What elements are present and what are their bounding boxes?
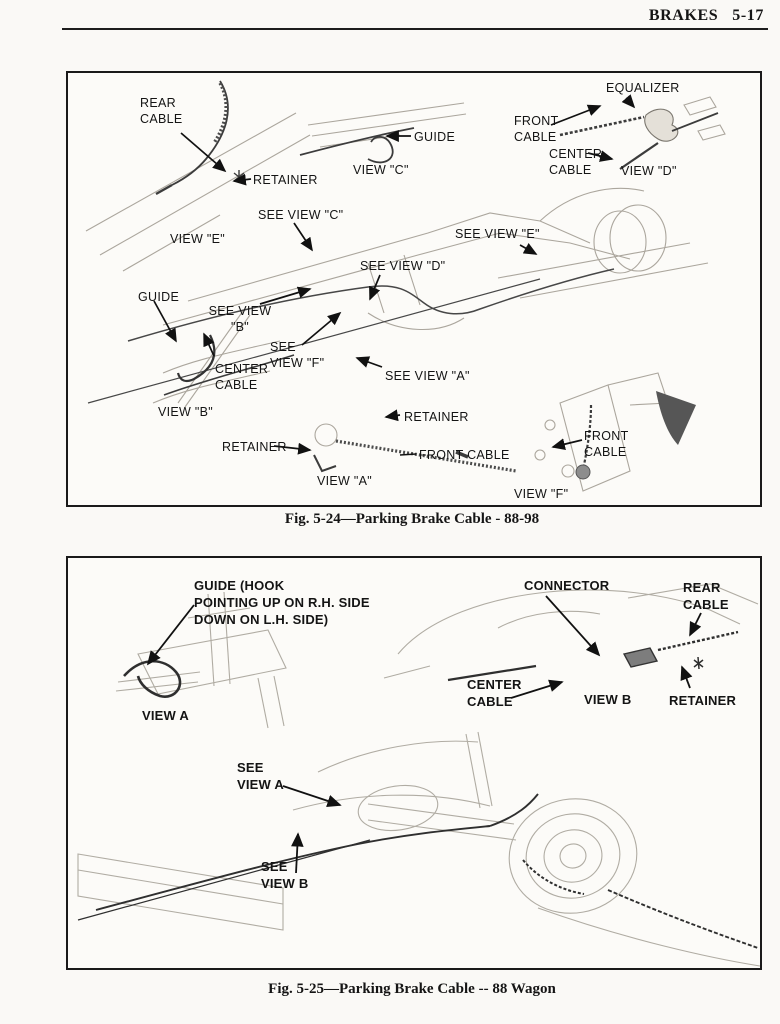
- fig1-label-view-a: VIEW "A": [317, 474, 373, 488]
- fig1-label-equalizer: EQUALIZER: [606, 81, 680, 95]
- fig1-label-see-view-c: SEE VIEW "C": [258, 208, 344, 222]
- fig1-label-view-c: VIEW "C": [353, 163, 409, 177]
- fig1-label-retainer-bl: RETAINER: [222, 440, 287, 454]
- fig1-label-view-f: VIEW "F": [514, 487, 569, 501]
- fig1-label-front-cable-tr: FRONT CABLE: [514, 114, 559, 145]
- fig2-label-view-a: VIEW A: [142, 708, 189, 723]
- fig1-label-retainer-br: RETAINER: [404, 410, 469, 424]
- fig2-label-connector: CONNECTOR: [524, 578, 610, 593]
- page-header: BRAKES 5-17: [649, 7, 764, 25]
- fig2-label-rear-cable: REAR CABLE: [683, 580, 729, 612]
- fig2-label-view-b: VIEW B: [584, 692, 632, 707]
- fig1-label-front-cable-f: FRONT CABLE: [584, 429, 629, 460]
- fig1-label-see-view-b: SEE VIEW "B": [208, 304, 272, 335]
- fig1-label-view-b: VIEW "B": [158, 405, 214, 419]
- fig1-label-rear-cable: REAR CABLE: [140, 96, 183, 127]
- fig1-label-guide-top: GUIDE: [414, 130, 456, 144]
- fig1-label-see-view-e: SEE VIEW "E": [455, 227, 540, 241]
- fig1-label-front-cable-bottom: FRONT CABLE: [419, 448, 510, 462]
- fig1-label-view-d: VIEW "D": [621, 164, 677, 178]
- fig1-illustration: [85, 80, 726, 492]
- fig1-label-view-e: VIEW "E": [170, 232, 226, 246]
- figure-5-25: GUIDE (HOOK POINTING UP ON R.H. SIDE DOW…: [66, 556, 762, 970]
- fig2-label-center-cable: CENTER CABLE: [467, 677, 522, 709]
- fig1-label-retainer-top: RETAINER: [253, 173, 318, 187]
- fig1-label-see-view-a: SEE VIEW "A": [385, 369, 470, 383]
- header-page-number: 5-17: [732, 7, 764, 24]
- fig1-label-see-view-d: SEE VIEW "D": [360, 259, 446, 273]
- fig2-label-see-view-a: SEE VIEW A: [237, 760, 284, 792]
- fig1-label-see-view-f: SEE VIEW "F": [270, 340, 325, 371]
- fig2-label-see-view-b: SEE VIEW B: [261, 859, 309, 891]
- header-rule: [62, 28, 768, 30]
- fig2-label-guide-note: GUIDE (HOOK POINTING UP ON R.H. SIDE DOW…: [194, 578, 370, 627]
- fig2-caption: Fig. 5-25—Parking Brake Cable -- 88 Wago…: [268, 981, 556, 997]
- fig2-illustration: [77, 583, 760, 967]
- fig1-label-center-cable-left: CENTER CABLE: [215, 362, 269, 393]
- fig1-caption: Fig. 5-24—Parking Brake Cable - 88-98: [284, 511, 540, 527]
- figure-5-24: REAR CABLE RETAINER GUIDE VIEW "C" EQUAL…: [66, 71, 762, 507]
- fig2-label-retainer: RETAINER: [669, 693, 737, 708]
- header-section-title: BRAKES: [648, 7, 719, 24]
- fig1-label-center-cable-tr: CENTER CABLE: [549, 147, 603, 178]
- fig1-label-guide-left: GUIDE: [138, 290, 180, 304]
